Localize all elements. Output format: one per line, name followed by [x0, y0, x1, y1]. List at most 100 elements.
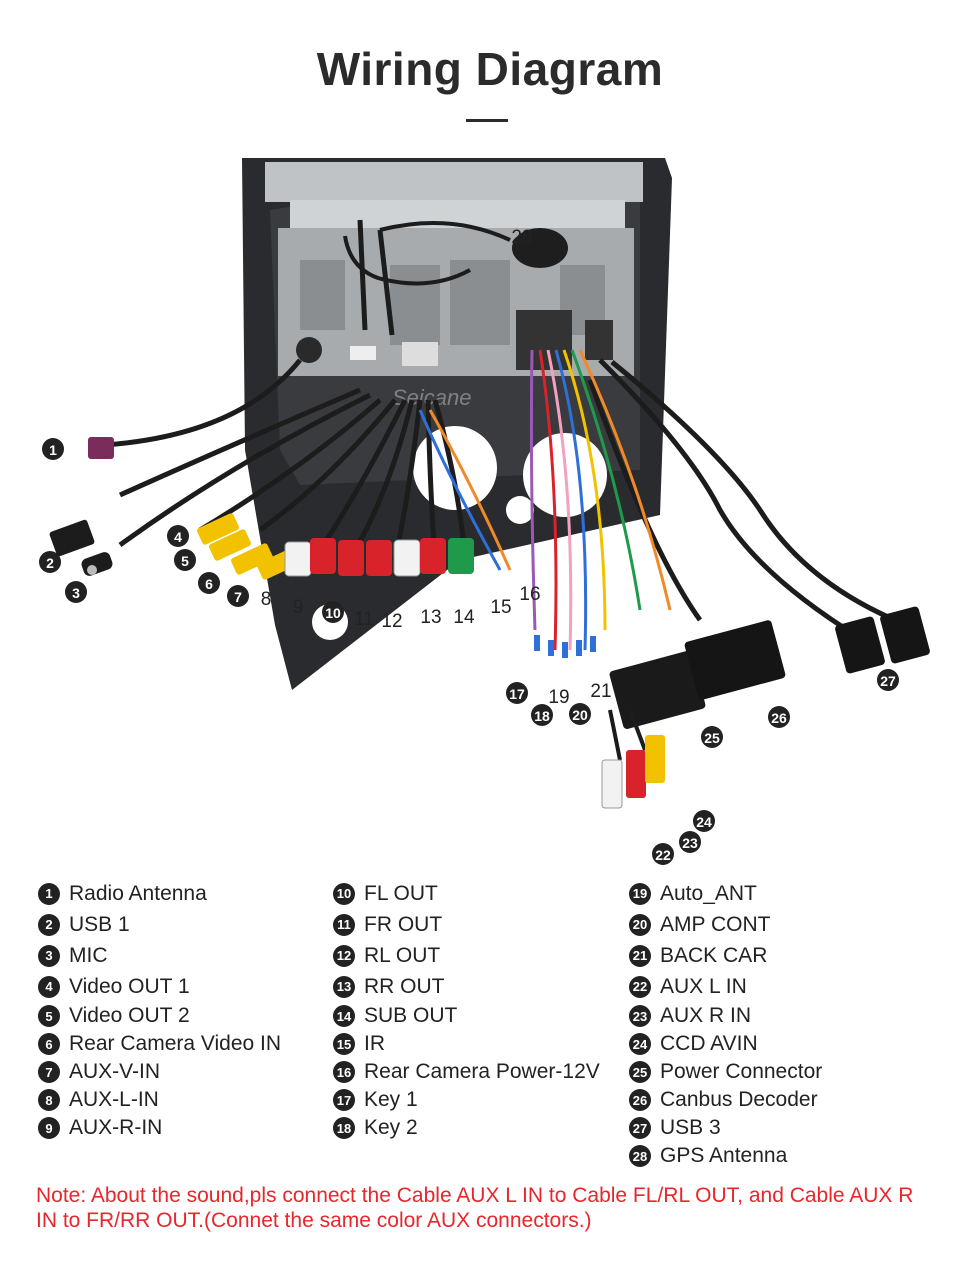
callout-badge — [39, 551, 61, 573]
callout-number: 20 — [572, 707, 588, 723]
callout-badge — [198, 572, 220, 594]
legend-item: 3 MIC — [38, 940, 281, 971]
legend-number-badge: 26 — [629, 1089, 651, 1111]
legend-number-badge: 15 — [333, 1033, 355, 1055]
legend-item: 19 Auto_ANT — [629, 878, 822, 909]
callout-number: 12 — [381, 611, 402, 632]
brand-watermark: Seicane — [392, 385, 472, 410]
legend-label: BACK CAR — [660, 943, 768, 967]
callout-number: 6 — [205, 576, 213, 592]
callout-number: 5 — [181, 553, 189, 569]
callout-badge — [174, 549, 196, 571]
legend-label: RR OUT — [364, 974, 445, 998]
usb3-connectors — [835, 606, 930, 674]
callout-badge — [531, 704, 553, 726]
legend-number-badge: 2 — [38, 913, 60, 936]
callout-number: 7 — [234, 589, 242, 605]
legend-number-badge: 3 — [38, 944, 60, 967]
legend-label: CCD AVIN — [660, 1032, 758, 1055]
callout-number: 26 — [771, 710, 787, 726]
callout-number: 21 — [590, 681, 611, 702]
legend-label: Auto_ANT — [660, 881, 757, 905]
legend-number-badge: 10 — [333, 882, 355, 905]
legend-number-badge: 17 — [333, 1089, 355, 1111]
legend-number-badge: 13 — [333, 975, 355, 998]
callout-badge — [227, 585, 249, 607]
legend-label: Rear Camera Power-12V — [364, 1060, 600, 1083]
callout-number: 10 — [325, 605, 341, 621]
legend-number-badge: 12 — [333, 944, 355, 967]
callout-badge — [701, 726, 723, 748]
callout-number: 25 — [704, 730, 720, 746]
legend-number-badge: 23 — [629, 1005, 651, 1027]
legend-number-badge: 4 — [38, 975, 60, 998]
legend-label: MIC — [69, 943, 108, 967]
power-connector — [609, 650, 706, 729]
legend-label: GPS Antenna — [660, 1144, 788, 1167]
legend-number-badge: 8 — [38, 1089, 60, 1111]
callout-badge — [65, 581, 87, 603]
callout-number: 9 — [293, 597, 304, 618]
legend-label: Video OUT 2 — [69, 1004, 190, 1027]
legend-label: AUX-R-IN — [69, 1116, 163, 1139]
legend-number-badge: 21 — [629, 944, 651, 967]
callout-number: 28 — [511, 227, 532, 248]
legend-item: 10 FL OUT — [333, 878, 600, 909]
legend-number-badge: 18 — [333, 1117, 355, 1139]
page-title: Wiring Diagram — [316, 43, 664, 95]
rca-plug-row — [197, 513, 474, 580]
callout-number: 8 — [261, 589, 272, 610]
legend-item: 28 GPS Antenna — [629, 1142, 822, 1170]
callout-number: 16 — [519, 584, 540, 605]
legend-label: FL OUT — [364, 881, 438, 905]
canbus-decoder — [684, 620, 786, 700]
legend-item: 21 BACK CAR — [629, 940, 822, 971]
legend-label: IR — [364, 1032, 385, 1055]
callout-number: 19 — [548, 687, 569, 708]
legend-item: 23 AUX R IN — [629, 1002, 822, 1030]
legend-number-badge: 16 — [333, 1061, 355, 1083]
legend-label: USB 3 — [660, 1116, 721, 1139]
callout-number: 23 — [682, 835, 698, 851]
legend-label: Rear Camera Video IN — [69, 1032, 282, 1055]
legend-number-badge: 5 — [38, 1005, 60, 1027]
callout-number: 24 — [696, 814, 712, 830]
legend-number-badge: 6 — [38, 1033, 60, 1055]
legend-item: 16 Rear Camera Power-12V — [333, 1058, 600, 1086]
legend-label: AUX L IN — [660, 974, 747, 998]
legend-number-badge: 19 — [629, 882, 651, 905]
legend-item: 5 Video OUT 2 — [38, 1002, 281, 1030]
legend-number-badge: 27 — [629, 1117, 651, 1139]
legend-number-badge: 28 — [629, 1145, 651, 1167]
legend-number-badge: 7 — [38, 1061, 60, 1083]
wiring-note: Note: About the sound,pls connect the Ca… — [36, 1184, 914, 1232]
legend-item: 27 USB 3 — [629, 1114, 822, 1142]
callout-number: 22 — [655, 847, 671, 863]
callout-badge — [652, 843, 674, 865]
callout-number: 17 — [509, 686, 525, 702]
legend-number-badge: 25 — [629, 1061, 651, 1083]
legend-label: AUX R IN — [660, 1004, 752, 1027]
legend-label: SUB OUT — [364, 1004, 458, 1027]
callout-number: 14 — [453, 607, 475, 628]
callout-number: 2 — [46, 555, 54, 571]
callout-badge — [506, 682, 528, 704]
callout-number: 27 — [880, 673, 896, 689]
callout-number: 18 — [534, 708, 550, 724]
legend-number-badge: 20 — [629, 913, 651, 936]
callout-badge — [679, 831, 701, 853]
callout-badge — [768, 706, 790, 728]
callout-badge — [42, 438, 64, 460]
